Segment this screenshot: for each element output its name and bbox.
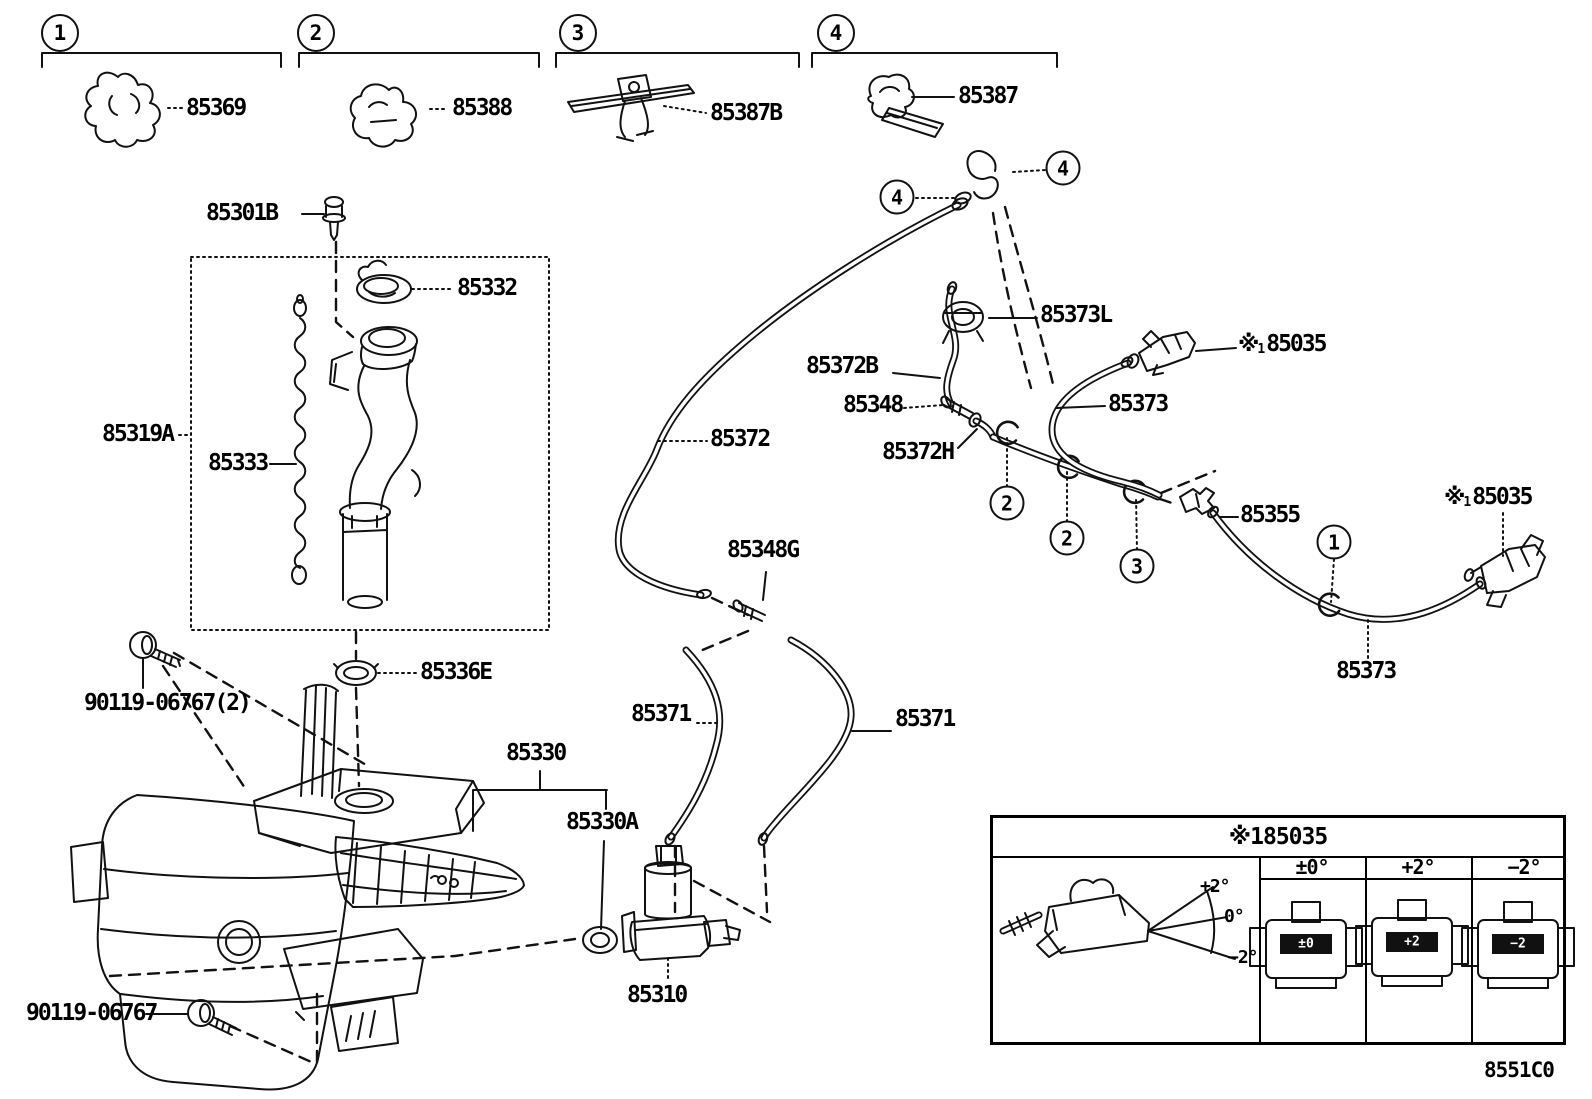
part-label-90119-06767-2: 90119-06767(2) [84, 690, 252, 716]
bolt-90119-lower-art [145, 992, 319, 1066]
pump-85310-art [108, 844, 772, 981]
part-label-85332: 85332 [457, 275, 518, 301]
part-label-85369: 85369 [186, 95, 247, 121]
table-divider [1365, 856, 1368, 1042]
ref-mark-icon: ※ [1228, 824, 1251, 850]
ref-number: 1 [1257, 342, 1265, 357]
part-label-85371-right: 85371 [895, 706, 956, 732]
part-label-85373-lower: 85373 [1336, 658, 1397, 684]
hose-85371-right-art [757, 636, 892, 846]
joint-85348-art [903, 395, 974, 420]
part-label-85373L: 85373L [1040, 302, 1113, 328]
clamp-85373L-art [942, 301, 1038, 344]
bolt-90119-upper-art [129, 631, 370, 793]
hose-rail-art [989, 417, 1217, 551]
ref-mark-icon: ※ [1444, 485, 1465, 510]
callout-2-legend: 2 [297, 14, 335, 52]
part-label-85355: 85355 [1240, 502, 1301, 528]
clip-85387B-art [567, 74, 707, 142]
clip-85369-art [84, 71, 185, 148]
nozzle-85035-top-art [1126, 330, 1237, 376]
column-header-minus2: −2° [1507, 855, 1541, 879]
grommet-85336E-art [333, 630, 418, 788]
part-label-85301B: 85301B [206, 200, 279, 226]
table-divider [1259, 856, 1262, 1042]
ref-mark-icon: ※ [1238, 332, 1259, 357]
tank-85330-art [70, 683, 618, 1091]
clip-85387-art [867, 73, 955, 138]
table-subheader-line [1259, 878, 1563, 881]
ref-number: 1 [1250, 824, 1264, 850]
hose-85372H-art [957, 412, 997, 449]
part-label-85387: 85387 [958, 83, 1019, 109]
part-label-85319A: 85319A [102, 421, 175, 447]
callout-4-legend: 4 [817, 14, 855, 52]
part-label-85348: 85348 [843, 392, 904, 418]
hose-85373-upper-art [1048, 356, 1163, 499]
part-label-90119-06767: 90119-06767 [26, 1000, 158, 1026]
hose-85372-art [614, 197, 969, 617]
column-header-plus2: +2° [1401, 855, 1435, 879]
callout-2-clip-b: 2 [1049, 520, 1085, 556]
diagram-code: 8551C0 [1484, 1058, 1555, 1082]
table-divider [1471, 856, 1474, 1042]
table-title-part: 85035 [1262, 824, 1328, 850]
nozzle-mark-minus2: −2 [1510, 936, 1526, 952]
angle-label-0: 0° [1224, 906, 1245, 927]
cap-85332-art [356, 259, 454, 304]
nozzle-mark-plus2: +2 [1404, 934, 1420, 950]
hose-85371-left-art [664, 646, 724, 846]
dipstick-85333-art [269, 294, 307, 585]
callout-2-clip-a: 2 [989, 485, 1025, 521]
part-label-85372: 85372 [710, 426, 771, 452]
part-number: 85035 [1472, 484, 1533, 510]
angle-label-plus2: +2° [1200, 876, 1230, 897]
part-label-85388: 85388 [452, 95, 513, 121]
callout-4-hose-right: 4 [1045, 150, 1081, 186]
part-label-85372H: 85372H [882, 439, 955, 465]
pin-85301B-art [301, 196, 355, 339]
part-label-85373-upper: 85373 [1108, 391, 1169, 417]
ref-number: 1 [1463, 495, 1471, 510]
part-number: 85035 [1266, 331, 1327, 357]
connector-85355-art [1179, 487, 1239, 518]
part-label-85387B: 85387B [710, 100, 783, 126]
callout-1-legend: 1 [41, 14, 79, 52]
nozzle-mark-0deg: ±0 [1298, 936, 1314, 952]
part-label-85348G: 85348G [727, 537, 800, 563]
hood-hook-art [915, 149, 1055, 390]
table-nozzle-art [999, 878, 1575, 989]
part-label-85310: 85310 [627, 982, 688, 1008]
filler-neck-art [329, 326, 421, 609]
callout-4-hose-left: 4 [879, 179, 915, 215]
part-label-85336E: 85336E [420, 659, 493, 685]
part-label-85330: 85330 [506, 740, 567, 766]
part-label-85330A: 85330A [566, 809, 639, 835]
part-label-85371-left: 85371 [631, 701, 692, 727]
nozzle-85035-right-art [1463, 512, 1546, 608]
part-label-85333: 85333 [208, 450, 269, 476]
legend-brackets [41, 52, 1058, 68]
column-header-0deg: ±0° [1295, 855, 1329, 879]
hose-85372B-art [892, 281, 960, 408]
angle-label-minus2: −2° [1228, 947, 1258, 968]
joint-85348G-art [698, 571, 767, 653]
callout-3-legend: 3 [559, 14, 597, 52]
part-label-85372B: 85372B [806, 353, 879, 379]
reservoir-detail-box [190, 256, 550, 631]
clip-85388-art [349, 83, 449, 148]
callout-3-clip: 3 [1119, 548, 1155, 584]
callout-1-clip: 1 [1316, 524, 1352, 560]
